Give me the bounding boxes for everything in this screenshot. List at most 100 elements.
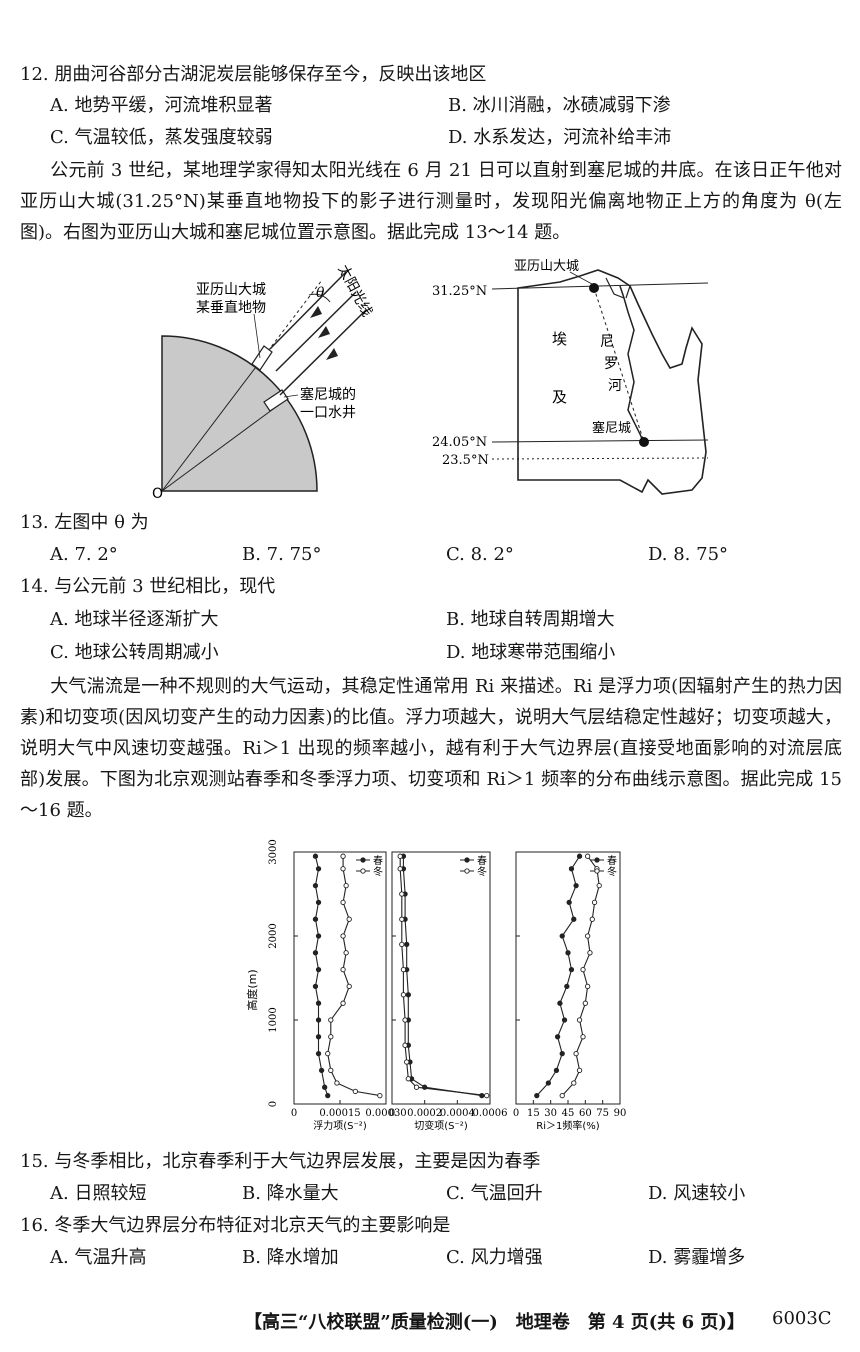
panel-3-winter-point-12 [591, 899, 598, 906]
panel-3-x-tick-label-2: 30 [544, 1108, 557, 1119]
panel-3-spring-point-10 [559, 933, 565, 939]
well-label-line2: 一口水井 [300, 405, 356, 421]
panel-3-winter-point-1 [571, 1080, 577, 1086]
panel-1-series-winter-line [327, 856, 380, 1097]
nile-delta [605, 277, 631, 299]
panel-1-x-tick-label-0: 0 [291, 1108, 297, 1119]
panel-2-x-axis-title: 切变项(S⁻²) [414, 1119, 468, 1132]
panel-1-winter-point-9 [340, 966, 346, 973]
egypt-char-1: 埃 [552, 330, 567, 348]
panel-3-spring-point-5 [561, 1017, 568, 1023]
q16-option-a: A. 气温升高 [50, 1247, 147, 1268]
panel-2-legend-label-1: 冬 [477, 865, 487, 878]
panel-1-x-axis-title: 浮力项(S⁻²) [313, 1119, 367, 1132]
panel-frame-3 [515, 851, 621, 1105]
panel-3-x-axis-title: Ri＞1频率(%) [536, 1119, 599, 1132]
q12-option-d: D. 水系发达，河流补给丰沛 [448, 127, 672, 148]
panel-3-legend-marker-0 [594, 857, 600, 863]
q12-option-b: B. 冰川消融，冰碛减弱下渗 [448, 95, 671, 116]
nile-char-3: 河 [608, 378, 622, 394]
panel-2-winter-point-6 [400, 992, 407, 998]
question-13-stem: 13. 左图中 θ 为 [20, 512, 149, 533]
panel-1-spring-point-15 [312, 853, 319, 859]
q12-option-a: A. 地势平缓，河流堆积显著 [50, 95, 273, 116]
panel-3-x-tick-label-5: 75 [596, 1108, 609, 1119]
q13-option-d: D. 8. 75° [648, 544, 729, 565]
panel-1-spring-point-8 [315, 966, 322, 973]
panel-3-winter-point-3 [573, 1050, 579, 1057]
alex-syene-route [593, 287, 645, 443]
question-12-stem: 12. 朋曲河谷部分古湖泥炭层能够保存至今，反映出该地区 [20, 64, 487, 85]
panel-3-spring-point-7 [564, 983, 570, 990]
panel-1-series-spring-line [314, 856, 329, 1096]
panel-1-spring-point-0 [325, 1092, 331, 1099]
panel-3-winter-point-9 [587, 950, 593, 956]
panel-1-winter-point-6 [328, 1017, 334, 1023]
panel-2-spring-point-6 [405, 992, 411, 998]
panel-3-winter-point-10 [584, 933, 591, 939]
panel-2-x-tick-label-0: 0 [389, 1108, 395, 1119]
q15-option-d: D. 风速较小 [648, 1183, 746, 1204]
y-tick-label-3: 3000 [268, 839, 279, 864]
panel-3-x-tick-label-3: 45 [562, 1108, 575, 1119]
nile-char-2: 罗 [604, 356, 618, 372]
panel-2-winter-point-4 [402, 1042, 408, 1048]
well-label-line1: 塞尼城的 [300, 386, 356, 403]
panel-3-spring-point-0 [534, 1092, 540, 1099]
panel-1-legend-label-0: 春 [373, 855, 383, 867]
panel-3-legend-label-0: 春 [607, 855, 617, 867]
panel-2-x-tick-label-3: 0.0006 [473, 1108, 508, 1119]
egypt-map: 亚历山大城 31.25°N 24.05°N 23.5°N 埃 及 尼 罗 河 塞… [432, 259, 709, 495]
panel-1-winter-point-15 [340, 866, 346, 872]
panel-2-winter-point-12 [397, 853, 403, 859]
panel-2-series-spring-line [402, 856, 482, 1097]
panel-2-series-winter-line [399, 856, 487, 1097]
question-16-stem: 16. 冬季大气边界层分布特征对北京天气的主要影响是 [20, 1215, 451, 1236]
panel-3-series-winter-line [561, 855, 600, 1096]
panel-1-winter-point-7 [340, 1000, 346, 1006]
q13-option-b: B. 7. 75° [242, 544, 322, 565]
panel-3-x-tick-label-4: 60 [579, 1108, 592, 1119]
theta-label: θ [316, 285, 325, 301]
q15-option-b: B. 降水量大 [242, 1183, 339, 1204]
radius-to-alexandria [161, 350, 269, 492]
panel-3-winter-point-6 [582, 1000, 588, 1006]
panel-2-winter-point-7 [400, 966, 407, 973]
panel-2-winter-point-8 [399, 941, 405, 948]
panel-2-winter-point-5 [402, 1017, 408, 1023]
egypt-outline [517, 269, 707, 495]
panel-1-winter-point-4 [325, 1050, 331, 1057]
panel-3-spring-point-9 [565, 950, 571, 956]
panel-3-x-tick-label-6: 90 [614, 1108, 627, 1119]
panel-1-winter-point-8 [346, 983, 352, 990]
sun-ray-3 [279, 309, 367, 396]
parallel-31-25 [491, 282, 709, 290]
q12-option-c: C. 气温较低，蒸发强度较弱 [50, 127, 273, 148]
panel-2-spring-point-8 [404, 941, 410, 948]
latitude-label-23-5: 23.5°N [442, 453, 489, 468]
object-label-line2: 某垂直地物 [196, 299, 266, 316]
arrow-head-2 [318, 326, 330, 338]
q14-option-a: A. 地球半径逐渐扩大 [50, 609, 219, 630]
y-tick-label-2: 2000 [268, 923, 279, 948]
panel-3-spring-point-3 [559, 1050, 565, 1057]
panel-1-spring-point-3 [315, 1050, 322, 1057]
panel-2-winter-point-0 [484, 1092, 490, 1099]
y-axis-title: 高度(m) [245, 969, 259, 1010]
latitude-label-24-05: 24.05°N [432, 435, 487, 450]
q13-option-a: A. 7. 2° [50, 544, 118, 565]
latitude-label-31-25: 31.25°N [432, 284, 487, 299]
panel-1-spring-point-2 [318, 1067, 325, 1074]
page-footer: 【高三“八校联盟”质量检测(一) 地理卷 第 4 页(共 6 页)】 [244, 1312, 745, 1333]
panel-1-spring-point-11 [312, 916, 319, 922]
panel-3-winter-point-7 [584, 983, 591, 990]
panel-2-legend-label-0: 春 [477, 855, 487, 867]
panel-1-winter-point-11 [340, 933, 346, 939]
syene-label: 塞尼城 [592, 420, 631, 436]
object-leader-line [253, 313, 261, 359]
q16-option-c: C. 风力增强 [446, 1247, 543, 1268]
q16-option-b: B. 降水增加 [242, 1247, 339, 1268]
panel-1-legend-marker-1 [360, 868, 366, 874]
panel-2-winter-point-2 [405, 1076, 411, 1082]
